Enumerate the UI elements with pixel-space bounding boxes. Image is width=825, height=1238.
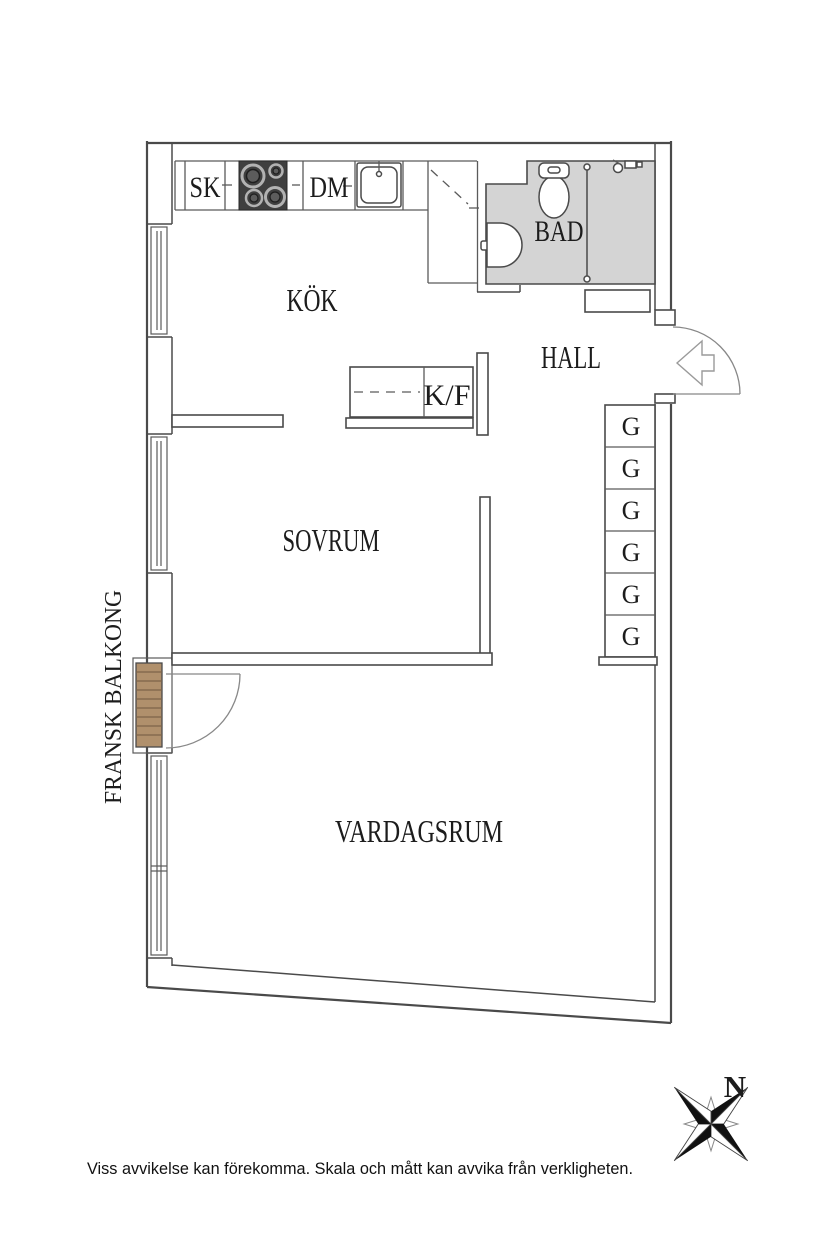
compass-north-label: N: [724, 1069, 746, 1104]
living-room-window: [150, 755, 168, 956]
french-balcony-label: FRANSK BALKONG: [101, 590, 127, 804]
wardrobe-label: G: [622, 622, 641, 651]
bathroom-area: [477, 159, 656, 313]
wardrobe-label: G: [622, 580, 641, 609]
disclaimer-text: Viss avvikelse kan förekomma. Skala och …: [87, 1159, 633, 1178]
bedroom-window: [150, 436, 168, 571]
kitchen-bedroom-wall: [171, 414, 284, 428]
bathroom-label: BAD: [535, 215, 584, 248]
wardrobe-label: G: [622, 538, 641, 567]
outer-walls: [145, 141, 676, 1025]
entrance-arrow-icon: [675, 339, 715, 387]
interior-walls: [171, 414, 493, 666]
kitchen-sink-icon: [356, 161, 402, 208]
bedroom-livingroom-wall: [171, 652, 493, 666]
wardrobe-column: [598, 404, 658, 666]
wardrobe-label: G: [622, 412, 641, 441]
fridge-freezer-label: K/F: [424, 379, 471, 412]
stove-icon: [238, 160, 288, 211]
hall-closet: [584, 289, 651, 313]
kitchen-window: [150, 226, 168, 335]
hall-label: HALL: [541, 339, 601, 375]
french-balcony: [132, 657, 241, 754]
compass-rose-icon: [673, 1086, 749, 1162]
shower-fixture-icon: [612, 159, 643, 174]
fridge-freezer-unit: [345, 352, 489, 436]
toilet-icon: [538, 162, 570, 219]
deck-planks: [136, 671, 162, 736]
balcony-deck: [135, 662, 163, 748]
cabinet-label: SK: [190, 171, 221, 204]
balcony-door-arc: [165, 673, 241, 749]
kitchen-counter: [174, 160, 479, 292]
wardrobe-label: G: [622, 496, 641, 525]
wardrobe-label: G: [622, 454, 641, 483]
bathroom-sink-icon: [480, 222, 523, 268]
shower-divider: [583, 163, 591, 283]
entrance-door: [672, 326, 741, 395]
living-room-label: VARDAGSRUM: [335, 813, 503, 849]
bedroom-hall-wall: [479, 496, 491, 658]
bathroom-floor: [485, 160, 656, 285]
kitchen-label: KÖK: [287, 282, 338, 318]
bedroom-label: SOVRUM: [283, 522, 380, 558]
dishwasher-label: DM: [310, 171, 349, 204]
